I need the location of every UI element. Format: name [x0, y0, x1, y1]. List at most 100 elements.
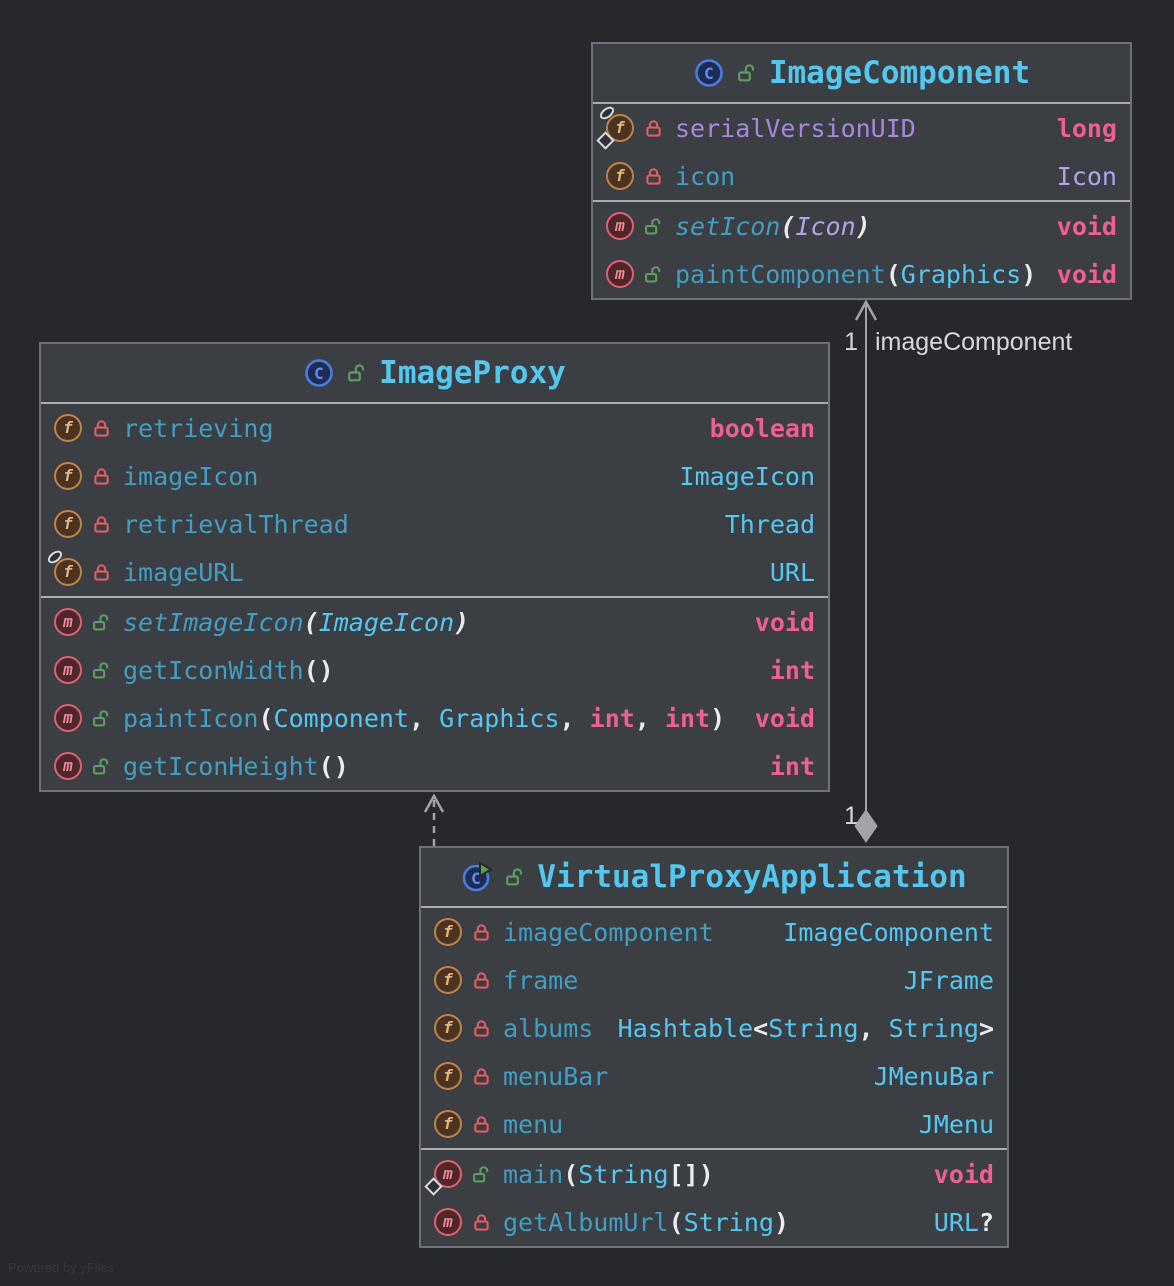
lock-open-icon	[346, 362, 368, 384]
class-name: VirtualProxyApplication	[537, 859, 967, 895]
lock-open-icon	[504, 866, 526, 888]
aggregation-diamond-icon	[854, 809, 878, 843]
field-icon: f	[434, 1014, 462, 1042]
member-type: int	[769, 751, 815, 781]
edge-role-label: imageComponent	[875, 328, 1072, 356]
member-signature: albums	[503, 1013, 594, 1043]
member-type: JFrame	[903, 965, 994, 995]
lock-closed-icon	[471, 970, 492, 991]
method-row-setIcon[interactable]: m setIcon(Icon) void	[593, 200, 1130, 250]
field-row-icon[interactable]: f icon Icon	[593, 152, 1130, 200]
class-name: ImageProxy	[379, 355, 566, 391]
member-type: void	[1056, 211, 1117, 241]
lock-closed-icon	[471, 1212, 492, 1233]
member-type: void	[933, 1159, 994, 1189]
member-type: Thread	[724, 509, 815, 539]
class-header[interactable]: C VirtualProxyApplication	[421, 848, 1007, 908]
edge-multiplicity-top: 1	[844, 328, 858, 356]
member-type: void	[754, 703, 815, 733]
method-icon: m	[606, 212, 634, 240]
member-signature: imageComponent	[503, 917, 714, 947]
member-signature: menu	[503, 1109, 564, 1139]
lock-closed-icon	[91, 466, 112, 487]
member-type: ImageIcon	[679, 461, 815, 491]
class-header[interactable]: C ImageProxy	[41, 344, 828, 404]
member-type: void	[1056, 259, 1117, 289]
member-type: void	[754, 607, 815, 637]
member-type: ImageComponent	[783, 917, 994, 947]
edge-multiplicity-bottom: 1	[844, 802, 858, 830]
field-icon: f	[596, 104, 634, 150]
member-type: Icon	[1056, 161, 1117, 191]
member-signature: getIconHeight()	[123, 751, 349, 781]
edge-aggregation-imagecomponent[interactable]: 1 imageComponent 1	[844, 299, 1072, 843]
member-signature: setImageIcon(ImageIcon)	[123, 607, 470, 637]
lock-closed-icon	[643, 166, 664, 187]
field-row-serialVersionUID[interactable]: f serialVersionUID long	[593, 104, 1130, 152]
field-icon: f	[45, 548, 82, 586]
method-icon: m	[606, 260, 634, 288]
member-signature: paintIcon(Component, Graphics, int, int)	[123, 703, 726, 733]
member-signature: serialVersionUID	[675, 113, 916, 143]
member-type: boolean	[709, 413, 815, 443]
runnable-class-icon: C	[461, 861, 494, 893]
member-signature: menuBar	[503, 1061, 609, 1091]
svg-text:C: C	[472, 869, 482, 888]
member-signature: getAlbumUrl(String)	[503, 1207, 790, 1237]
field-icon: f	[54, 510, 82, 538]
field-icon: f	[434, 1062, 462, 1090]
lock-closed-icon	[643, 118, 664, 139]
lock-closed-icon	[471, 1114, 492, 1135]
member-signature: setIcon(Icon)	[675, 211, 871, 241]
member-type: JMenu	[918, 1109, 994, 1139]
method-row-getIconHeight[interactable]: m getIconHeight() int	[41, 742, 828, 790]
lock-closed-icon	[471, 1018, 492, 1039]
class-box-virtualproxyapplication[interactable]: C VirtualProxyApplication f imageComponen…	[419, 846, 1009, 1248]
lock-open-icon	[91, 612, 112, 633]
class-box-imagecomponent[interactable]: C ImageComponent f serialVersionUID long f i…	[591, 42, 1132, 300]
field-row-menu[interactable]: f menu JMenu	[421, 1100, 1007, 1148]
lock-open-icon	[736, 62, 758, 84]
field-icon: f	[606, 162, 634, 190]
lock-closed-icon	[91, 562, 112, 583]
svg-text:C: C	[314, 364, 324, 383]
lock-closed-icon	[91, 418, 112, 439]
class-header[interactable]: C ImageComponent	[593, 44, 1130, 104]
svg-text:C: C	[704, 64, 714, 83]
member-type: int	[769, 655, 815, 685]
open-arrowhead-icon	[854, 299, 878, 321]
member-type: Hashtable<String, String>	[617, 1013, 994, 1043]
edge-dependency-imageproxy[interactable]	[423, 793, 445, 846]
field-row-imageComponent[interactable]: f imageComponent ImageComponent	[421, 908, 1007, 956]
method-icon: m	[54, 752, 82, 780]
class-icon: C	[693, 57, 725, 89]
field-row-albums[interactable]: f albums Hashtable<String, String>	[421, 1004, 1007, 1052]
open-arrowhead-icon	[423, 793, 445, 813]
method-icon: m	[424, 1160, 462, 1196]
class-name: ImageComponent	[768, 55, 1031, 91]
field-icon: f	[434, 1110, 462, 1138]
member-signature: icon	[675, 161, 736, 191]
member-type: long	[1056, 113, 1117, 143]
class-icon: C	[303, 357, 335, 389]
method-icon: m	[54, 656, 82, 684]
lock-open-icon	[91, 756, 112, 777]
field-icon: f	[54, 414, 82, 442]
member-signature: frame	[503, 965, 579, 995]
field-icon: f	[434, 918, 462, 946]
member-signature: imageURL	[123, 557, 244, 587]
lock-open-icon	[471, 1164, 492, 1185]
